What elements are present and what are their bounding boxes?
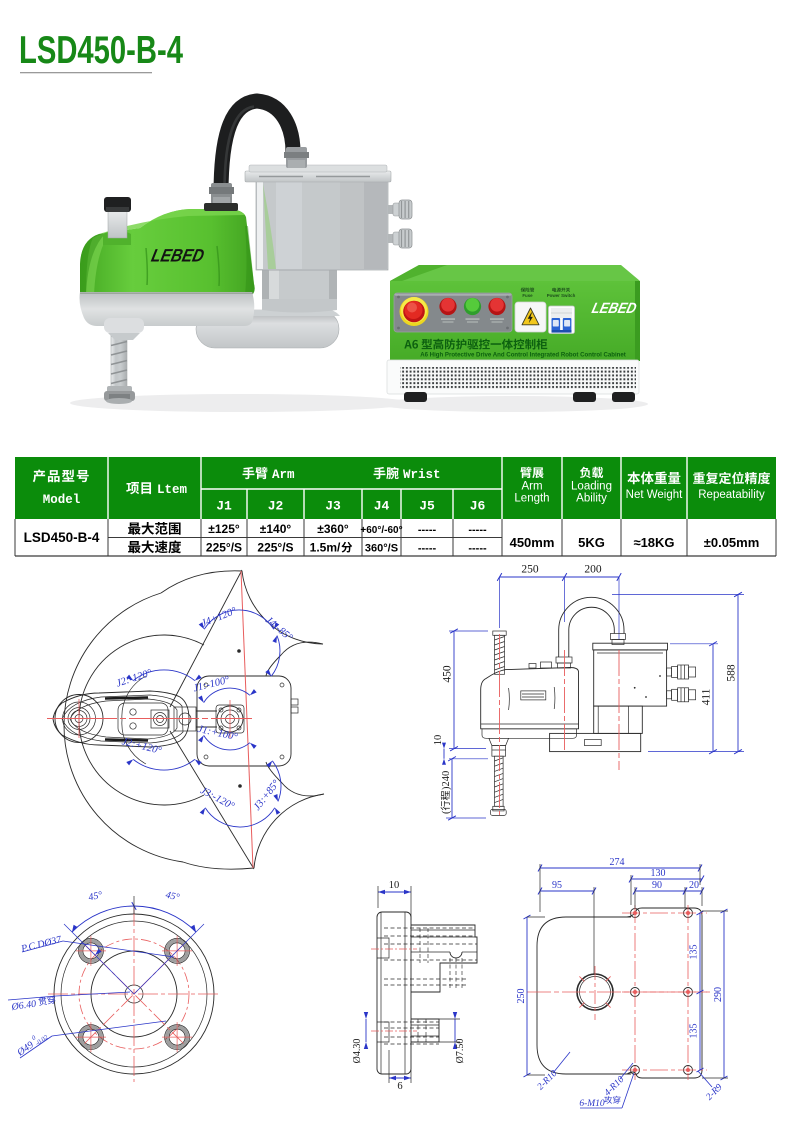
svg-text:20: 20 <box>689 880 699 891</box>
svg-text:Net Weight: Net Weight <box>626 489 683 501</box>
svg-text:135: 135 <box>689 945 700 960</box>
svg-text:Loading: Loading <box>571 481 612 493</box>
svg-text:411: 411 <box>701 688 713 705</box>
svg-text:250: 250 <box>516 989 527 1004</box>
svg-text:-----: ----- <box>418 543 437 555</box>
svg-text:±0.05mm: ±0.05mm <box>704 535 760 550</box>
svg-text:±140°: ±140° <box>260 522 292 536</box>
svg-text:J4: J4 <box>374 499 390 514</box>
svg-text:-----: ----- <box>418 524 437 536</box>
svg-text:LEBED: LEBED <box>150 245 207 266</box>
svg-text:-----: ----- <box>468 543 487 555</box>
svg-text:6: 6 <box>397 1081 402 1092</box>
svg-text:≈18KG: ≈18KG <box>633 535 674 550</box>
svg-text:45°: 45° <box>87 890 103 904</box>
svg-text:45°: 45° <box>165 890 181 904</box>
svg-text:90: 90 <box>652 880 662 891</box>
svg-text:Ltem: Ltem <box>157 483 188 497</box>
svg-text:130: 130 <box>651 868 666 879</box>
svg-text:Ø4.30: Ø4.30 <box>352 1039 363 1064</box>
svg-text:+60°/-60°: +60°/-60° <box>360 525 402 536</box>
svg-text:274: 274 <box>610 857 625 868</box>
svg-text:Fuse: Fuse <box>522 293 533 298</box>
svg-text:±360°: ±360° <box>317 522 349 536</box>
svg-text:LSD450-B-4: LSD450-B-4 <box>19 29 183 72</box>
svg-text:J3: J3 <box>325 499 341 514</box>
svg-text:Wrist: Wrist <box>403 468 441 482</box>
svg-text:450mm: 450mm <box>510 535 555 550</box>
svg-text:LEBED: LEBED <box>590 300 638 317</box>
svg-text:95: 95 <box>552 880 562 891</box>
svg-text:250: 250 <box>521 564 539 576</box>
svg-text:Ø7.50: Ø7.50 <box>455 1039 466 1064</box>
svg-text:Power Switch: Power Switch <box>547 293 576 298</box>
svg-text:225°/S: 225°/S <box>257 541 293 555</box>
svg-text:LSD450-B-4: LSD450-B-4 <box>24 530 100 545</box>
svg-text:Repeatability: Repeatability <box>698 489 765 501</box>
svg-text:-----: ----- <box>468 524 487 536</box>
svg-text:Arm: Arm <box>272 468 295 482</box>
svg-text:Arm: Arm <box>521 481 542 493</box>
svg-text:Ø6.40: Ø6.40 <box>10 999 37 1013</box>
svg-text:J5: J5 <box>419 499 435 514</box>
svg-text:360°/S: 360°/S <box>365 543 398 555</box>
svg-text:J6: J6 <box>470 499 486 514</box>
svg-text:J2: J2 <box>268 499 284 514</box>
svg-text:225°/S: 225°/S <box>206 541 242 555</box>
svg-text:290: 290 <box>713 987 724 1002</box>
svg-text:J1: J1 <box>216 499 232 514</box>
svg-text:Model: Model <box>43 493 81 507</box>
svg-text:6-M10: 6-M10 <box>579 1099 605 1109</box>
svg-text:0: 0 <box>31 1034 38 1042</box>
svg-text:Ability: Ability <box>576 493 607 505</box>
svg-text:10: 10 <box>433 735 444 746</box>
svg-text:10: 10 <box>389 880 400 891</box>
svg-text:135: 135 <box>689 1024 700 1039</box>
svg-text:200: 200 <box>584 564 602 576</box>
svg-text:)240: )240 <box>441 771 452 790</box>
svg-text:588: 588 <box>726 664 738 682</box>
svg-text:±125°: ±125° <box>208 522 240 536</box>
svg-text:A6 High Protective Drive And C: A6 High Protective Drive And Control Int… <box>420 352 626 359</box>
svg-text:(: ( <box>441 810 452 814</box>
svg-text:5KG: 5KG <box>578 535 605 550</box>
svg-text:Length: Length <box>514 493 549 505</box>
svg-text:1.5m/: 1.5m/ <box>310 541 341 555</box>
svg-text:450: 450 <box>442 665 454 683</box>
